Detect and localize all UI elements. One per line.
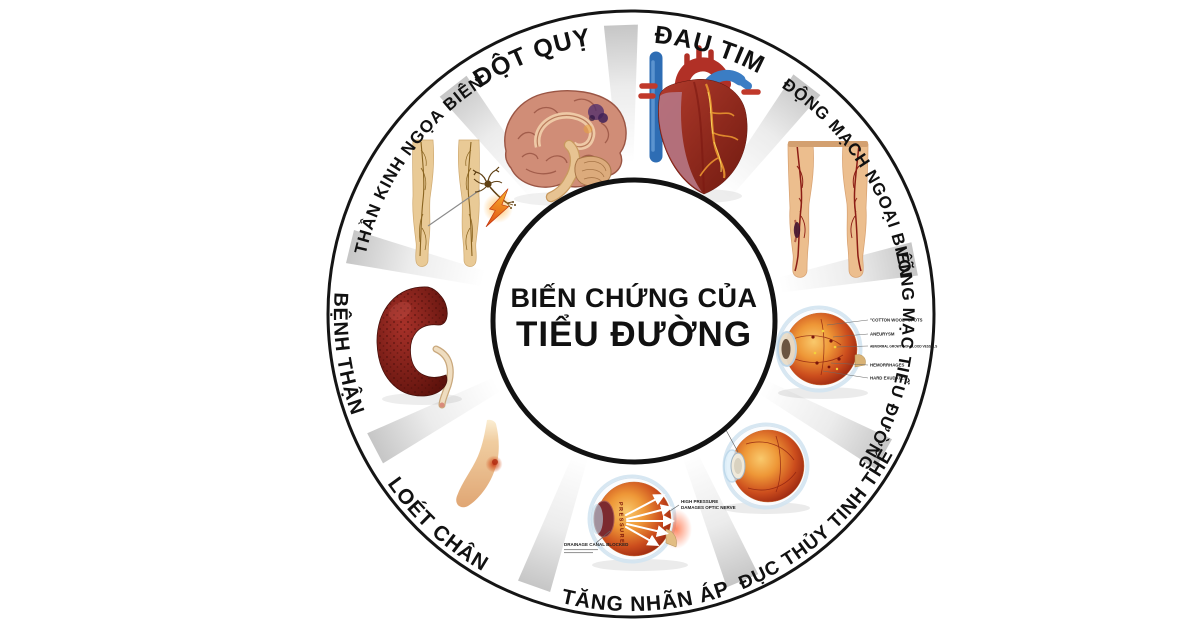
fine-print-line xyxy=(564,552,593,554)
segment-divider xyxy=(775,242,918,293)
ulcer-core xyxy=(492,459,498,465)
cerebellum-striations xyxy=(581,161,607,183)
right-ventricle-mauve xyxy=(658,92,702,192)
segment-divider xyxy=(715,74,821,201)
brainstem xyxy=(547,141,579,201)
glaucoma-right-label: DAMAGES OPTIC NERVE xyxy=(681,505,736,510)
lens xyxy=(781,339,791,359)
retinopathy-label: HEMORRHAGES xyxy=(870,363,905,368)
foot xyxy=(456,419,499,508)
kidney-highlight xyxy=(388,301,412,321)
wheel-title-line2: TIỂU ĐƯỜNG xyxy=(516,314,752,354)
stroke-hemorrhage-glow xyxy=(583,124,593,134)
neuron-icon xyxy=(472,166,516,209)
segment-divider xyxy=(518,451,589,592)
foot-ulcer-illustration xyxy=(456,419,503,508)
eye-shadow xyxy=(778,387,868,399)
retina-vessels xyxy=(792,318,844,376)
kidney-illustration xyxy=(376,286,462,409)
pressure-arrows xyxy=(625,494,675,546)
cataract-cloud xyxy=(734,458,742,474)
nerve-lines xyxy=(419,141,427,257)
septum-line xyxy=(693,81,705,193)
brain-corpus-line xyxy=(536,114,593,148)
segment-divider xyxy=(603,24,638,166)
glaucoma-right-label: HIGH PRESSURE xyxy=(681,499,718,504)
coronary-arteries xyxy=(699,83,739,179)
retinopathy-label: "COTTON WOOL" SPOTS xyxy=(870,318,923,323)
artery-blockage xyxy=(793,222,801,238)
cornea xyxy=(591,504,603,534)
ureter-tip xyxy=(439,402,445,408)
fine-print-line xyxy=(564,549,598,551)
lightning-bolt-icon xyxy=(483,188,513,228)
segment-divider xyxy=(757,379,892,469)
hemorrhage-dots xyxy=(811,335,841,369)
heart-illustration xyxy=(638,45,761,203)
segment-divider xyxy=(681,448,759,588)
glaucoma-right-callout-line xyxy=(669,504,680,512)
glaucoma-eye-illustration: PRESSURE DRAINAGE CANAL BLOCKED HIGH PRE… xyxy=(564,474,736,571)
retinopathy-callout-lines xyxy=(822,319,869,379)
pressure-word: PRESSURE xyxy=(617,502,624,544)
center-circle xyxy=(490,177,778,465)
wheel-title-line1: BIẾN CHỨNG CỦA xyxy=(511,281,758,313)
stroke-lesion xyxy=(589,115,595,121)
peripheral-artery-legs-illustration xyxy=(787,141,869,279)
thigh-cut-band xyxy=(788,141,868,147)
segment-divider xyxy=(367,376,503,464)
retinopathy-label: HARD EXUDATES xyxy=(870,376,907,381)
pulmonary-branch xyxy=(730,72,752,90)
neuropathy-legs-illustration xyxy=(412,139,516,268)
glaucoma-left-callout-line xyxy=(595,530,611,544)
retinopathy-eye-illustration: "COTTON WOOL" SPOTS ANEURYSM ABNORMAL GR… xyxy=(775,305,937,399)
kidney-texture xyxy=(376,286,448,397)
retinopathy-label: ANEURYSM xyxy=(870,332,895,337)
stroke-lesion xyxy=(598,113,608,123)
eye-shadow xyxy=(592,559,688,571)
glaucoma-left-label: DRAINAGE CANAL BLOCKED xyxy=(564,542,629,547)
left-red-vessel xyxy=(638,83,658,99)
segment-dividers xyxy=(346,24,918,592)
retina-vessels xyxy=(745,435,797,493)
retinopathy-label: ABNORMAL GROWTH OF BLOOD VESSELS xyxy=(870,345,937,349)
cataract-callout-line xyxy=(725,429,739,453)
ureter xyxy=(433,346,453,408)
pointer-line xyxy=(427,189,481,227)
aorta-branches xyxy=(684,45,714,73)
exudate-dots xyxy=(813,329,839,371)
